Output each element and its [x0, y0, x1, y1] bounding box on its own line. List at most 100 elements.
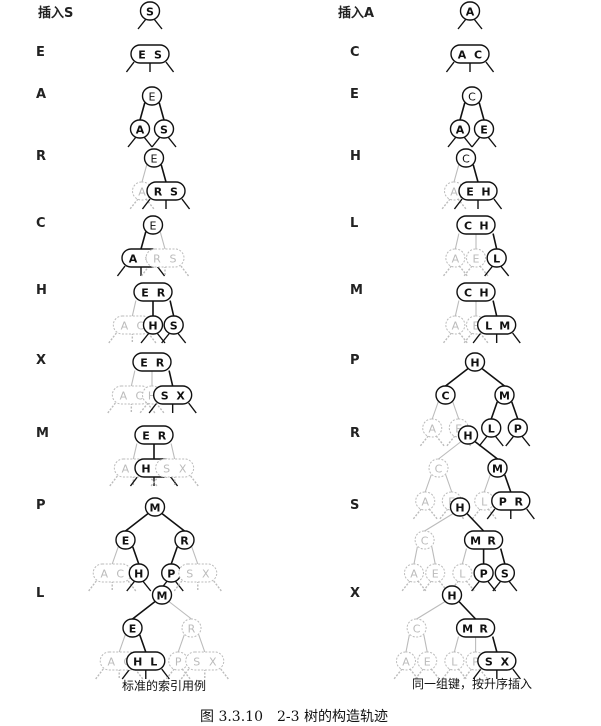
node-key: L — [459, 568, 466, 581]
two-node — [428, 458, 449, 478]
tree-edge — [405, 634, 410, 653]
three-node — [111, 385, 151, 405]
node-key: A — [136, 124, 145, 137]
tree-step: A — [457, 1, 483, 30]
tree-edge — [424, 474, 432, 493]
step-key-label: X — [350, 586, 361, 601]
null-link — [174, 580, 184, 592]
null-link — [441, 668, 451, 680]
node-key: A — [122, 463, 130, 476]
three-node — [477, 651, 517, 671]
null-link — [188, 402, 197, 414]
two-node — [494, 563, 516, 583]
two-node — [494, 385, 515, 405]
node-key: R — [156, 357, 165, 370]
null-link — [121, 668, 131, 680]
two-node — [144, 497, 166, 517]
null-link — [141, 198, 151, 210]
null-link — [457, 198, 467, 210]
tree-edge — [111, 546, 119, 565]
step-key-label: P — [36, 498, 46, 513]
null-link — [148, 402, 158, 414]
step-key-label: 插入A — [338, 6, 375, 21]
step-key-label: H — [36, 283, 47, 298]
node-key: X — [202, 568, 210, 581]
node-key: A — [450, 186, 458, 199]
node-key: L — [451, 656, 458, 669]
null-link — [430, 668, 440, 680]
node-key: A — [466, 6, 475, 19]
null-link — [137, 18, 147, 30]
tree-edge — [423, 634, 428, 653]
null-link — [95, 668, 104, 680]
node-key: E — [480, 124, 488, 137]
null-link — [107, 402, 116, 414]
tree-edge — [499, 548, 506, 565]
node-key: A — [129, 253, 138, 266]
null-link — [445, 61, 455, 73]
tree-edge — [453, 164, 460, 183]
tree-edge — [454, 300, 460, 317]
null-link — [472, 668, 482, 680]
tree-edge — [177, 634, 185, 653]
two-node — [139, 1, 161, 21]
two-node — [128, 563, 149, 583]
step-key-label: L — [36, 586, 45, 601]
null-link — [526, 508, 535, 520]
node-key: E — [466, 186, 474, 199]
node-key: H — [479, 287, 488, 300]
tree-edge — [140, 231, 147, 250]
node-key: E — [142, 430, 150, 443]
null-link — [471, 580, 481, 592]
tree-edge — [474, 441, 498, 460]
null-link — [457, 18, 467, 30]
null-link — [116, 265, 126, 277]
tree-edge — [481, 368, 505, 387]
null-link — [471, 136, 481, 148]
tree-edge — [452, 401, 460, 420]
step-key-label: R — [350, 426, 361, 441]
node-key: M — [492, 463, 503, 476]
null-link — [428, 508, 438, 520]
two-node — [444, 651, 465, 671]
tree-edge — [510, 401, 519, 420]
node-key: A — [456, 124, 465, 137]
tree-step: MEACHLRPSX — [95, 585, 229, 680]
null-link — [463, 668, 473, 680]
node-key: R — [515, 496, 524, 509]
right-column-caption: 同一组键，按升序插入 — [412, 677, 533, 691]
null-link — [145, 198, 155, 210]
tree-edge — [453, 636, 460, 653]
node-key: R — [188, 623, 196, 636]
two-node — [406, 618, 427, 638]
node-key: A — [452, 253, 460, 266]
two-node — [151, 585, 173, 605]
null-link — [472, 332, 482, 344]
tree-step: S — [137, 1, 163, 30]
node-key: A — [428, 423, 436, 436]
node-key: C — [116, 568, 124, 581]
three-node — [463, 530, 504, 550]
node-key: X — [179, 463, 187, 476]
node-key: C — [468, 91, 476, 104]
step-key-label: E — [36, 45, 45, 60]
node-key: S — [186, 568, 193, 581]
three-node — [491, 491, 531, 511]
null-link — [458, 332, 468, 344]
null-link — [505, 435, 515, 447]
node-key: E — [140, 357, 148, 370]
node-key: L — [481, 496, 488, 509]
null-link — [463, 332, 473, 344]
node-key: H — [463, 430, 472, 443]
node-key: P — [167, 568, 175, 581]
tree-edge — [459, 102, 466, 121]
two-node — [457, 425, 479, 445]
tree-edge — [138, 634, 147, 653]
two-node — [115, 530, 136, 550]
node-key: P — [514, 423, 522, 436]
